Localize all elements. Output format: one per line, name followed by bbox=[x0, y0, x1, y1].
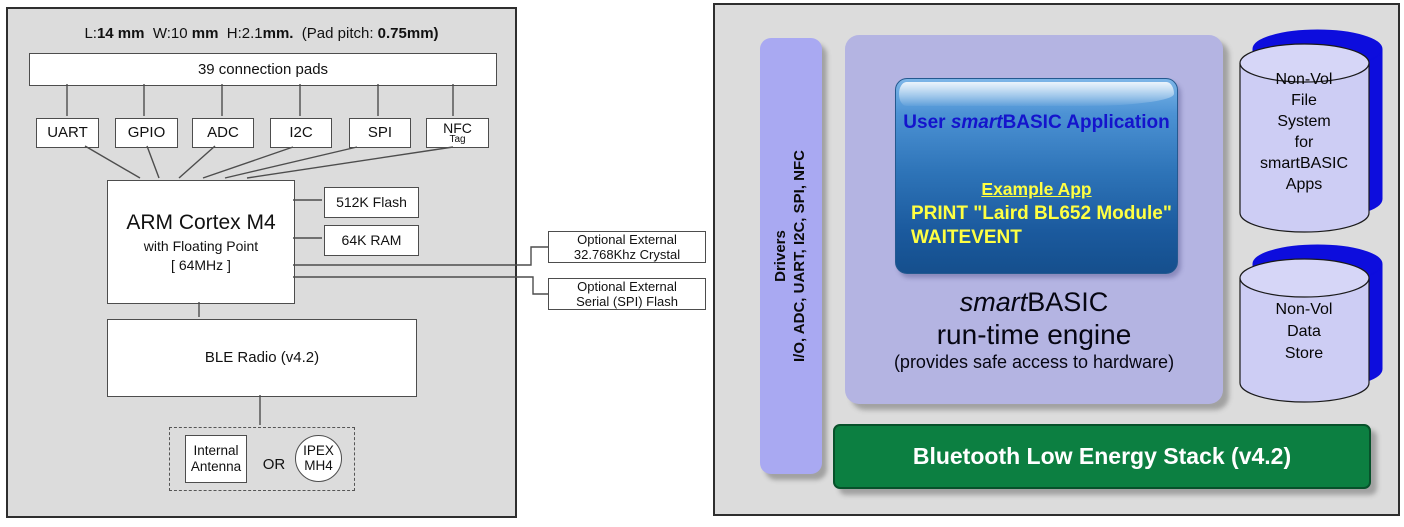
flash-box: 512K Flash bbox=[324, 187, 419, 218]
user-application-box: User smartBASIC Application Example App … bbox=[895, 78, 1178, 274]
engine-subtitle: run-time engine bbox=[936, 319, 1132, 350]
nfc-tag-box: NFC Tag bbox=[426, 118, 489, 148]
internal-antenna-line1: Internal bbox=[193, 443, 239, 459]
ble-stack-label: Bluetooth Low Energy Stack (v4.2) bbox=[912, 443, 1292, 469]
ds-line2: Data bbox=[1287, 323, 1321, 340]
drivers-title: Drivers bbox=[772, 230, 790, 282]
engine-title: smartBASIC bbox=[959, 287, 1109, 317]
connection-pads-label: 39 connection pads bbox=[197, 60, 329, 78]
antenna-options-group bbox=[169, 427, 355, 491]
uart-label: UART bbox=[47, 124, 88, 142]
drivers-list: I/O, ADC, UART, I2C, SPI, NFC bbox=[791, 150, 808, 362]
cpu-clock: [ 64MHz ] bbox=[171, 256, 231, 273]
connection-pads-box: 39 connection pads bbox=[29, 53, 497, 86]
code-line-waitevent: WAITEVENT bbox=[911, 227, 1022, 248]
uart-box: UART bbox=[36, 118, 99, 148]
internal-antenna-line2: Antenna bbox=[190, 459, 242, 474]
flash-label: 512K Flash bbox=[336, 194, 407, 211]
gpio-box: GPIO bbox=[115, 118, 178, 148]
fs-line2: File bbox=[1291, 92, 1317, 109]
ext-flash-line1: Optional External bbox=[577, 278, 677, 294]
adc-label: ADC bbox=[207, 124, 239, 142]
crystal-line1: Optional External bbox=[577, 231, 677, 247]
crystal-line2: 32.768Khz Crystal bbox=[573, 247, 681, 262]
ext-flash-line2: Serial (SPI) Flash bbox=[576, 294, 678, 309]
drivers-bar: Drivers I/O, ADC, UART, I2C, SPI, NFC bbox=[760, 38, 822, 474]
i2c-box: I2C bbox=[270, 118, 332, 148]
fs-line6: Apps bbox=[1285, 176, 1323, 193]
module-dimensions-title: L:14 mm W:10 mm H:2.1mm. (Pad pitch: 0.7… bbox=[84, 25, 439, 42]
runtime-engine-box: User smartBASIC Application Example App … bbox=[845, 35, 1223, 404]
example-app-heading: Example App bbox=[981, 179, 1092, 199]
adc-box: ADC bbox=[192, 118, 254, 148]
ipex-line2: MH4 bbox=[304, 457, 333, 473]
fs-line4: for bbox=[1294, 134, 1314, 151]
software-panel: Non-Vol File System for smartBASIC Apps … bbox=[713, 3, 1400, 516]
ble-radio-box: BLE Radio (v4.2) bbox=[107, 319, 417, 397]
arm-cortex-m4-box: ARM Cortex M4 with Floating Point [ 64MH… bbox=[107, 180, 295, 304]
gpio-label: GPIO bbox=[127, 124, 166, 142]
drivers-bar-label: Drivers I/O, ADC, UART, I2C, SPI, NFC bbox=[760, 38, 822, 474]
ram-box: 64K RAM bbox=[324, 225, 419, 256]
code-line-print: PRINT "Laird BL652 Module" bbox=[911, 203, 1172, 224]
ds-line3: Store bbox=[1284, 345, 1324, 362]
optional-crystal-box: Optional External 32.768Khz Crystal bbox=[548, 231, 706, 263]
cpu-name: ARM Cortex M4 bbox=[126, 211, 276, 235]
spi-label: SPI bbox=[367, 124, 393, 142]
user-app-title: User smartBASIC Application bbox=[903, 112, 1170, 133]
optional-spi-flash-box: Optional External Serial (SPI) Flash bbox=[548, 278, 706, 310]
nfc-label: NFC bbox=[443, 120, 472, 136]
file-system-cylinder-label: Non-Vol File System for smartBASIC Apps bbox=[1239, 69, 1369, 195]
cpu-fpu-note: with Floating Point bbox=[143, 238, 259, 255]
ble-stack-bar: Bluetooth Low Energy Stack (v4.2) bbox=[833, 424, 1371, 489]
ipex-line1: IPEX bbox=[303, 442, 334, 458]
data-store-cylinder-label: Non-Vol Data Store bbox=[1239, 299, 1369, 365]
hardware-panel: L:14 mm W:10 mm H:2.1mm. (Pad pitch: 0.7… bbox=[6, 7, 517, 518]
fs-line1: Non-Vol bbox=[1275, 71, 1333, 88]
engine-note: (provides safe access to hardware) bbox=[893, 352, 1175, 372]
fs-line3: System bbox=[1277, 113, 1331, 130]
or-label: OR bbox=[262, 456, 286, 473]
ram-label: 64K RAM bbox=[341, 232, 402, 249]
ipex-mh4-connector: IPEX MH4 bbox=[295, 435, 342, 482]
internal-antenna-box: Internal Antenna bbox=[185, 435, 247, 483]
fs-line5: smartBASIC bbox=[1259, 155, 1348, 172]
ds-line1: Non-Vol bbox=[1275, 301, 1333, 318]
ble-radio-label: BLE Radio (v4.2) bbox=[204, 349, 320, 367]
spi-box: SPI bbox=[349, 118, 411, 148]
nfc-tag-label: Tag bbox=[449, 134, 466, 145]
i2c-label: I2C bbox=[289, 124, 313, 142]
